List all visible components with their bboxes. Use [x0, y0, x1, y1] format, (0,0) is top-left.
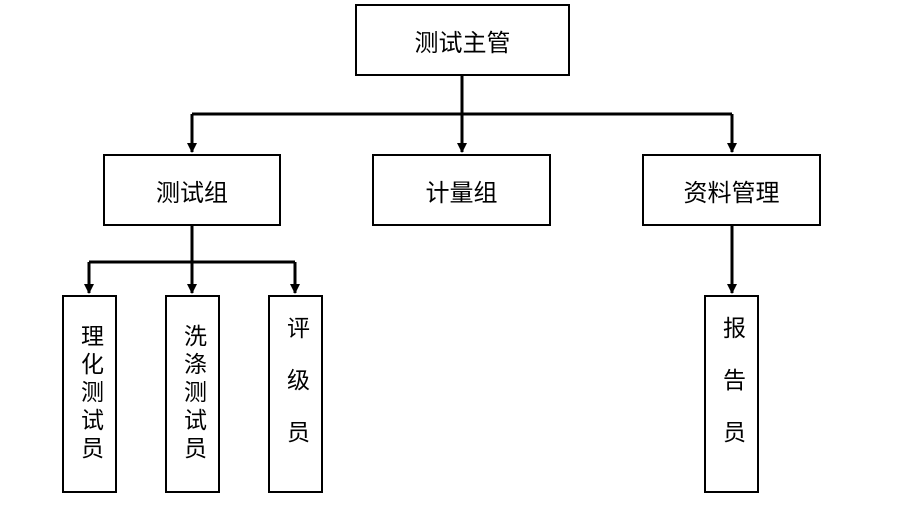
node-reporter: 报告员: [704, 295, 759, 493]
node-label: 测试主管: [414, 28, 511, 57]
node-measurement-group: 计量组: [372, 154, 551, 226]
node-document-management: 资料管理: [642, 154, 821, 226]
node-test-group: 测试组: [103, 154, 281, 226]
node-washing-tester: 洗涤测试员: [165, 295, 220, 493]
node-test-supervisor: 测试主管: [355, 4, 570, 76]
node-label: 评级员: [282, 316, 309, 472]
node-label: 洗涤测试员: [179, 324, 206, 464]
node-label: 资料管理: [683, 178, 780, 207]
node-rater: 评级员: [268, 295, 323, 493]
node-label: 测试组: [156, 178, 228, 207]
node-label: 理化测试员: [76, 324, 103, 464]
node-chemical-tester: 理化测试员: [62, 295, 117, 493]
node-label: 计量组: [425, 178, 498, 207]
node-label: 报告员: [718, 316, 745, 472]
